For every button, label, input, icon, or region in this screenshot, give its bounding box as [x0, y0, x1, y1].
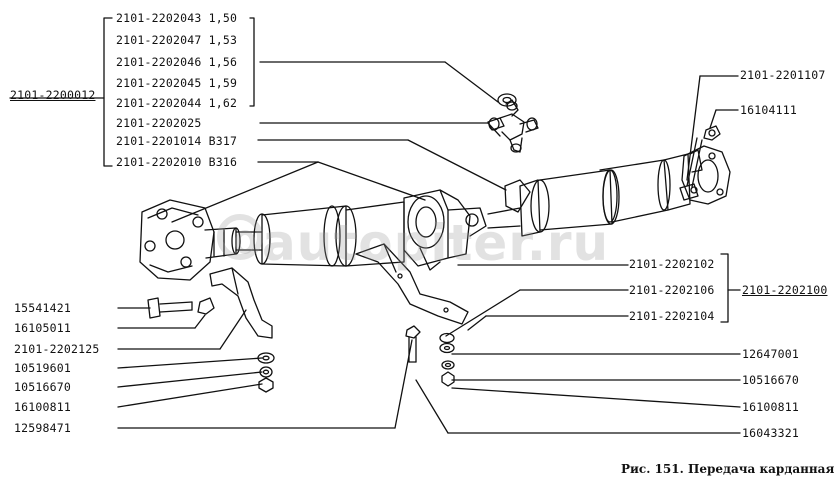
label-assembly-2200012: 2101-2200012	[10, 88, 96, 102]
shim-size-bracket	[249, 17, 255, 107]
label-part-2201014: 2101-2201014 B317	[116, 134, 238, 148]
label-part-2202102: 2101-2202102	[629, 257, 715, 271]
label-part-2201107: 2101-2201107	[740, 68, 826, 82]
flange-nut	[703, 125, 721, 141]
label-part-15541421: 15541421	[14, 301, 71, 315]
label-part-2202010: 2101-2202010 B316	[116, 155, 238, 169]
label-part-10519601: 10519601	[14, 361, 71, 375]
label-part-12647001: 12647001	[742, 347, 799, 361]
label-part-16105011: 16105011	[14, 321, 71, 335]
circlip	[497, 93, 517, 107]
shim-group-bracket	[103, 17, 113, 167]
figure-caption: Рис. 151. Передача карданная	[621, 462, 835, 476]
safety-bracket	[209, 267, 273, 339]
label-part-2202046: 2101-2202046 1,56	[116, 55, 238, 69]
watermark-text: autopiter.ru	[262, 214, 610, 272]
label-part-16100811-left: 16100811	[14, 400, 71, 414]
support-bolt	[405, 325, 421, 363]
label-part-2202044: 2101-2202044 1,62	[116, 96, 238, 110]
label-part-16100811-right: 16100811	[742, 400, 799, 414]
cross-spider	[487, 99, 539, 153]
label-part-2202106: 2101-2202106	[629, 283, 715, 297]
washer-10519601	[257, 352, 275, 364]
bracket-nut	[197, 297, 215, 315]
bracket-bolt	[147, 297, 193, 319]
label-part-2202125: 2101-2202125	[14, 342, 100, 356]
support-crossmember	[355, 243, 469, 325]
label-part-2202104: 2101-2202104	[629, 309, 715, 323]
washer-12647001	[439, 342, 455, 354]
nut-16100811-r	[441, 371, 455, 387]
label-assembly-2202100: 2101-2202100	[742, 283, 828, 297]
washer-2202104	[439, 332, 455, 344]
label-part-2202043: 2101-2202043 1,50	[116, 11, 238, 25]
nut-16100811	[258, 377, 274, 393]
label-part-16104111: 16104111	[740, 103, 797, 117]
flange-bolt	[679, 137, 703, 201]
intermediate-support	[403, 189, 487, 271]
label-part-2202045: 2101-2202045 1,59	[116, 76, 238, 90]
label-part-2202047: 2101-2202047 1,53	[116, 33, 238, 47]
washer-10516670-r	[441, 360, 455, 370]
watermark-logo	[217, 214, 263, 260]
label-part-10516670-right: 10516670	[742, 373, 799, 387]
label-part-16043321: 16043321	[742, 426, 799, 440]
support-group-bracket	[720, 253, 729, 323]
label-part-2202025: 2101-2202025	[116, 116, 202, 130]
washer-10516670	[259, 366, 273, 378]
label-part-10516670-left: 10516670	[14, 380, 71, 394]
label-part-12598471: 12598471	[14, 421, 71, 435]
